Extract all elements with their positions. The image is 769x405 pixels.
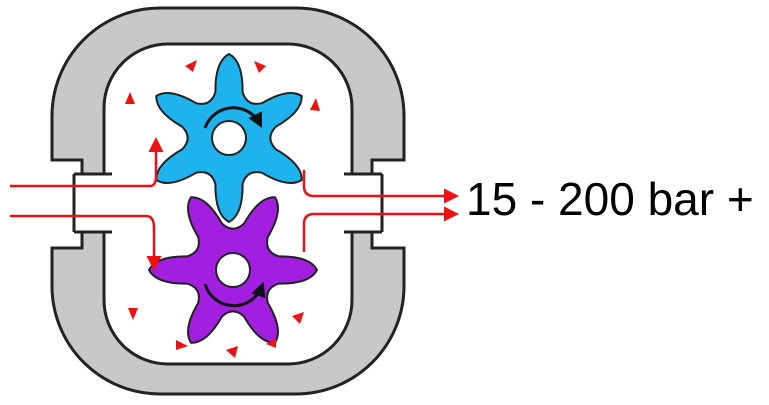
output-pressure-label: 15 - 200 bar + [466, 173, 754, 225]
upper-gear-hub [211, 120, 247, 156]
inlet-flow-arrows [10, 137, 164, 271]
fluid-flow-chevrons [125, 60, 320, 358]
upper-rotation-arrow [203, 106, 263, 129]
lower-rotation-arrow [203, 281, 266, 308]
upper-gear [155, 52, 303, 224]
lower-gear-hub [215, 252, 251, 288]
outlet-flow-arrows [302, 170, 459, 252]
lower-gear [147, 196, 319, 344]
pump-housing [50, 6, 406, 396]
